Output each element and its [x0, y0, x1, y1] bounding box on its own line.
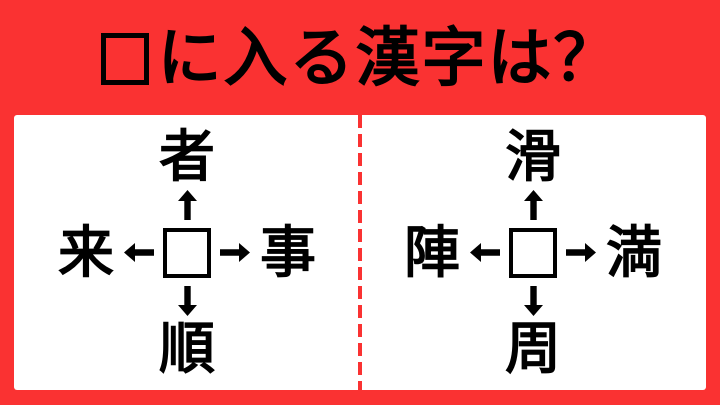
kanji-left: 陣	[404, 220, 460, 284]
puzzle-panel: 者 来 事 順 滑 陣	[14, 115, 706, 390]
puzzle-right: 滑 陣 満 周	[360, 115, 706, 390]
down-arrow-icon	[177, 285, 197, 316]
kanji-right: 事	[260, 220, 316, 284]
kanji-bottom: 周	[505, 316, 561, 380]
down-arrow-icon	[523, 285, 543, 316]
right-arrow-icon	[566, 243, 596, 262]
kanji-top: 者	[159, 124, 215, 188]
kanji-left: 来	[58, 220, 114, 284]
title-bar: に入る漢字は？	[0, 0, 720, 115]
kanji-top: 滑	[505, 124, 561, 188]
left-arrow-icon	[124, 243, 154, 262]
dashed-divider	[358, 115, 362, 390]
answer-box	[163, 227, 211, 278]
puzzle-middle-row: 陣 満	[403, 220, 663, 284]
puzzle-middle-row: 来 事	[57, 220, 317, 284]
title-text: に入る漢字は？	[157, 21, 620, 94]
page-title: に入る漢字は？	[100, 21, 620, 94]
blank-square-icon	[100, 32, 149, 85]
up-arrow-icon	[523, 189, 543, 220]
answer-box	[509, 227, 557, 278]
kanji-bottom: 順	[159, 316, 215, 380]
up-arrow-icon	[177, 189, 197, 220]
puzzle-left: 者 来 事 順	[14, 115, 360, 390]
right-arrow-icon	[220, 243, 250, 262]
kanji-right: 満	[606, 220, 662, 284]
left-arrow-icon	[470, 243, 500, 262]
